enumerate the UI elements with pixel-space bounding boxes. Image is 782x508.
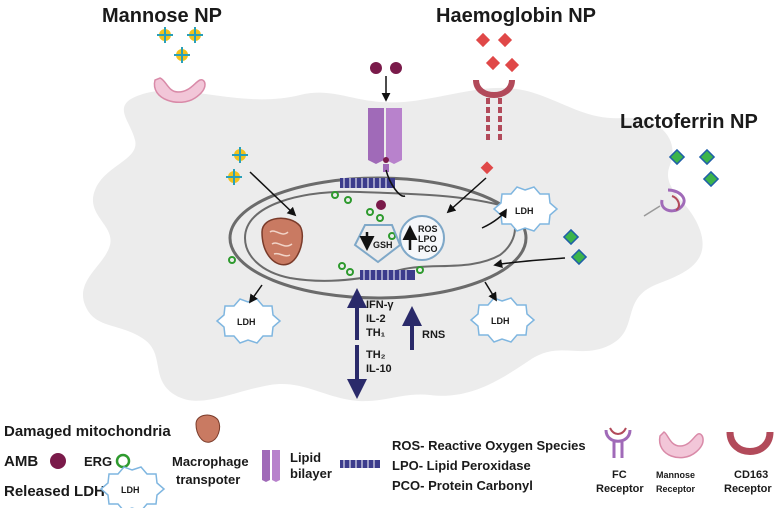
mannose-np-cluster xyxy=(157,27,203,63)
amb-molecule-top-2 xyxy=(390,62,402,74)
legend-lipid-bilayer-icon xyxy=(340,460,380,468)
lpo-label: LPO xyxy=(418,234,437,244)
ldh-badge-top-right: LDH xyxy=(492,186,559,232)
damaged-mitochondrion-icon xyxy=(261,217,304,266)
legend-fc-2: Receptor xyxy=(596,483,644,495)
lactoferrin-np-cluster xyxy=(668,148,720,188)
amb-molecule-cell xyxy=(376,200,386,210)
legend-lipid-1: Lipid xyxy=(290,450,321,465)
cytokine-th2: TH₂ xyxy=(366,349,386,361)
legend-released-ldh: Released LDH xyxy=(4,483,105,500)
mannose-np-internal xyxy=(226,147,248,185)
ldh-badge-right: LDH xyxy=(469,297,536,343)
legend-cd163-1: CD163 xyxy=(734,469,768,481)
legend-lpo: LPO- Lipid Peroxidase xyxy=(392,458,531,473)
cytokine-ifn: IFN-γ xyxy=(366,299,394,311)
haemoglobin-np-cluster xyxy=(475,32,520,73)
legend-amb: AMB xyxy=(4,453,38,470)
amb-molecule-top-1 xyxy=(370,62,382,74)
haemoglobin-np-title: Haemoglobin NP xyxy=(436,5,596,27)
legend-macrophage-1: Macrophage xyxy=(172,454,249,469)
ldh-label-1: LDH xyxy=(515,206,534,216)
legend-pco: PCO- Protein Carbonyl xyxy=(392,478,533,493)
legend-erg: ERG xyxy=(84,454,112,469)
fc-receptor-membrane xyxy=(643,188,686,217)
legend-fc-1: FC xyxy=(612,469,627,481)
lactoferrin-np-internal xyxy=(562,228,588,266)
cytokine-il10: IL-10 xyxy=(366,363,392,375)
lactoferrin-np-title: Lactoferrin NP xyxy=(620,111,758,133)
legend-ros: ROS- Reactive Oxygen Species xyxy=(392,438,586,453)
legend-erg-icon xyxy=(115,453,131,469)
mitochondria-inner xyxy=(243,190,516,282)
haemoglobin-np-internal xyxy=(480,161,494,175)
legend-macrophage-2: transpoter xyxy=(176,472,240,487)
ldh-label-3: LDH xyxy=(491,316,510,326)
legend-cd163-2: Receptor xyxy=(724,483,772,495)
legend-mannose-receptor-icon xyxy=(658,431,704,459)
lipid-bilayer-bottom xyxy=(360,270,415,280)
legend-damaged-mito: Damaged mitochondria xyxy=(4,423,171,440)
cytokine-il2: IL-2 xyxy=(366,313,386,325)
legend-mannose-r-2: Receptor xyxy=(656,484,696,494)
pco-label: PCO xyxy=(418,244,438,254)
erg-molecules xyxy=(228,191,424,276)
gsh-marker: GSH xyxy=(353,224,402,264)
cytokine-th1: TH₁ xyxy=(366,327,386,339)
ros-lpo-pco-marker: ROS LPO PCO xyxy=(399,215,445,261)
cd163-receptor-membrane xyxy=(473,79,515,140)
legend-amb-icon xyxy=(50,453,66,469)
ldh-badge-left: LDH xyxy=(215,298,282,344)
legend-cd163-receptor-icon xyxy=(726,431,774,455)
gsh-label: GSH xyxy=(373,240,393,250)
legend-damaged-mito-icon xyxy=(195,414,221,443)
rns-label: RNS xyxy=(422,329,445,341)
legend-ldh-badge: LDH xyxy=(121,485,140,495)
macrophage-transporter xyxy=(368,108,402,172)
lipid-bilayer-top xyxy=(340,178,395,188)
mannose-np-title: Mannose NP xyxy=(102,5,222,27)
legend-transporter-icon xyxy=(262,450,280,482)
ros-label: ROS xyxy=(418,224,438,234)
ldh-label-2: LDH xyxy=(237,317,256,327)
legend-lipid-2: bilayer xyxy=(290,466,332,481)
legend-mannose-r-1: Mannose xyxy=(656,470,695,480)
legend-fc-receptor-icon xyxy=(604,427,632,458)
legend-ldh-icon: LDH xyxy=(99,466,166,508)
mannose-receptor-membrane xyxy=(153,77,206,103)
